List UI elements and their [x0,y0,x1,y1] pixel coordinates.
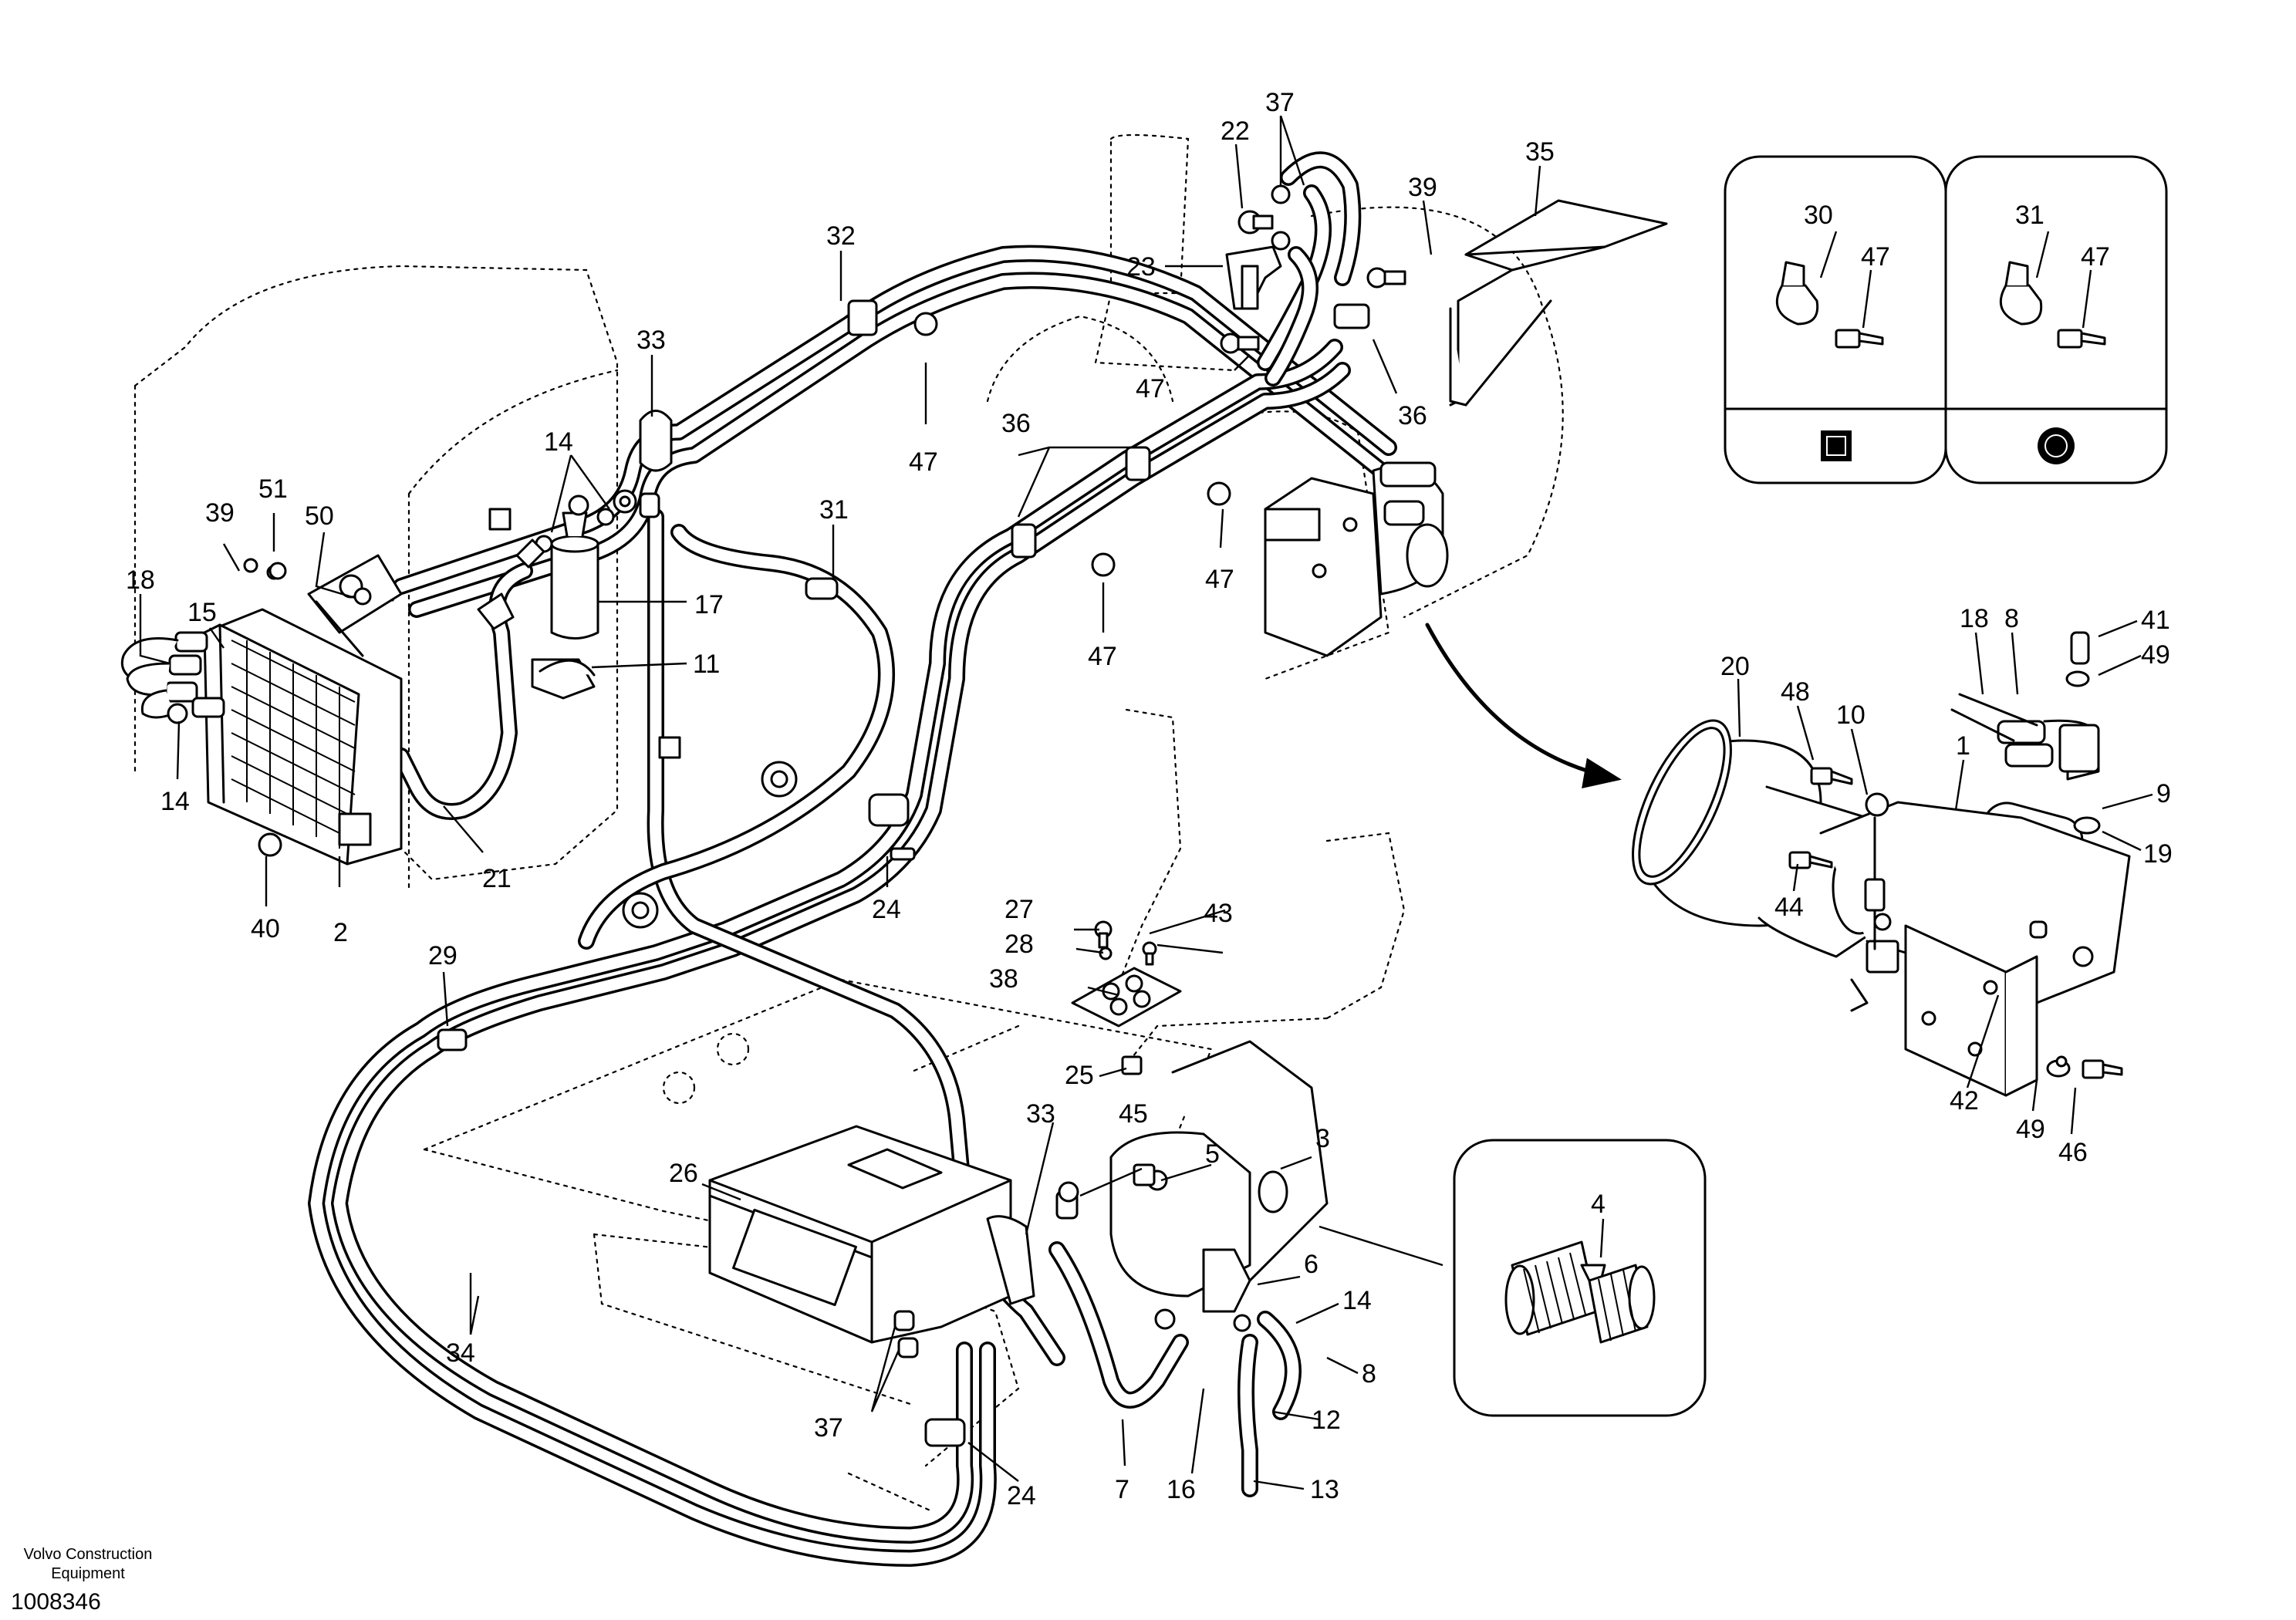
callout-47: 47 [1088,642,1117,671]
callout-47: 47 [2081,242,2110,272]
callout-15: 15 [187,598,217,627]
callout-10: 10 [1836,700,1866,730]
callout-37: 37 [814,1413,843,1443]
callout-39: 39 [1408,173,1437,202]
callout-30: 30 [1804,201,1833,230]
callout-12: 12 [1312,1406,1341,1435]
callout-46: 46 [2058,1138,2088,1167]
callout-49: 49 [2141,640,2170,670]
belt [1632,719,1732,886]
callout-8: 8 [2004,604,2019,633]
callout-9: 9 [2156,779,2171,808]
callout-43: 43 [1204,899,1233,928]
compressor-installed [1264,461,1449,657]
detail-arrow [1425,623,1622,788]
callout-6: 6 [1304,1250,1319,1279]
part-4-detail-panel [1453,1139,1707,1417]
callout-32: 32 [826,221,856,251]
callout-3: 3 [1315,1124,1330,1153]
callout-33: 33 [1026,1099,1055,1129]
callout-41: 41 [2141,606,2170,635]
callout-38: 38 [989,964,1018,994]
callout-49: 49 [2016,1115,2045,1144]
callout-45: 45 [1119,1099,1148,1129]
callout-14: 14 [544,427,573,457]
callout-42: 42 [1950,1086,1979,1115]
callout-21: 21 [482,864,512,893]
callout-36: 36 [1001,409,1031,438]
callout-22: 22 [1221,116,1250,146]
callout-28: 28 [1004,930,1034,959]
callout-16: 16 [1167,1475,1196,1504]
leader-lines [139,115,2153,1490]
callout-20: 20 [1720,652,1750,681]
callout-47: 47 [1861,242,1890,272]
callout-24: 24 [1007,1481,1036,1510]
hose-clamps [371,299,1370,1447]
callout-39: 39 [205,498,235,528]
callout-29: 29 [428,941,458,970]
callout-13: 13 [1310,1475,1339,1504]
callout-33: 33 [636,326,666,355]
clip-variant-panel [1724,155,2168,484]
callout-18: 18 [1960,604,1989,633]
fittings [268,184,1406,606]
callout-47: 47 [1136,374,1165,403]
callout-40: 40 [251,914,280,943]
callout-1: 1 [1956,731,1970,761]
callout-24: 24 [872,895,901,924]
callout-14: 14 [1342,1286,1372,1315]
callout-36: 36 [1398,401,1427,430]
heater-unit [708,1040,1329,1358]
callout-18: 18 [126,565,155,595]
callout-8: 8 [1362,1359,1376,1389]
callout-23: 23 [1126,252,1156,282]
callout-50: 50 [305,501,334,531]
callout-11: 11 [693,650,720,679]
callout-31: 31 [819,495,849,525]
callout-51: 51 [258,474,288,504]
callout-34: 34 [446,1338,475,1368]
brand-label: Volvo Construction Equipment [11,1545,165,1584]
callout-47: 47 [1205,565,1234,594]
brand-line-1: Volvo Construction [23,1546,153,1563]
small-parts [1071,920,1182,1075]
callout-4: 4 [1591,1190,1606,1219]
document-number: 1008346 [11,1589,101,1615]
callout-14: 14 [160,787,190,816]
receiver-drier [477,489,637,700]
callout-19: 19 [2143,839,2173,869]
condenser [121,554,403,866]
callout-labels: 32 33 22 37 23 39 35 47 36 36 47 47 47 3… [126,88,2173,1510]
callout-2: 2 [333,918,348,947]
callout-37: 37 [1265,88,1295,117]
callout-25: 25 [1065,1061,1094,1090]
callout-47: 47 [909,447,938,477]
callout-17: 17 [694,590,724,619]
callout-48: 48 [1781,677,1810,707]
callout-26: 26 [669,1159,698,1188]
bracket [1449,199,1668,407]
compressor-detail [1649,693,2131,1097]
detail-hardware [1788,631,2123,1079]
callout-35: 35 [1525,137,1555,167]
brand-line-2: Equipment [51,1565,125,1582]
callout-31: 31 [2015,201,2044,230]
callout-7: 7 [1115,1475,1129,1504]
callout-44: 44 [1774,893,1804,922]
callout-27: 27 [1004,895,1034,924]
callout-5: 5 [1205,1139,1220,1169]
